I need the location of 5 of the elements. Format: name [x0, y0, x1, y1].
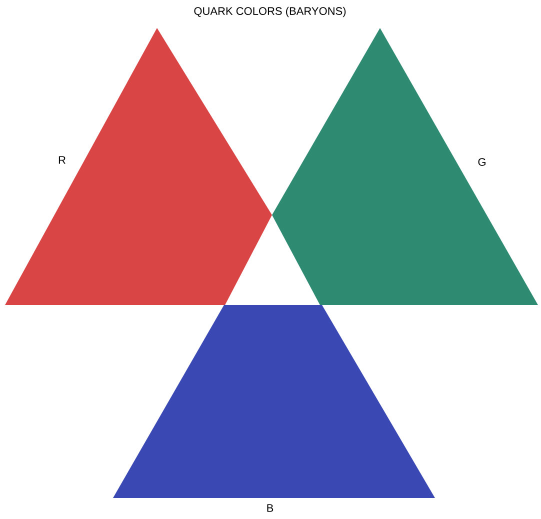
node-label: B — [267, 504, 274, 512]
triangle: G — [272, 28, 538, 305]
title: QUARK COLORS (BARYONS) — [194, 6, 346, 18]
triangle: B — [113, 304, 435, 512]
triangle: R — [5, 28, 272, 305]
